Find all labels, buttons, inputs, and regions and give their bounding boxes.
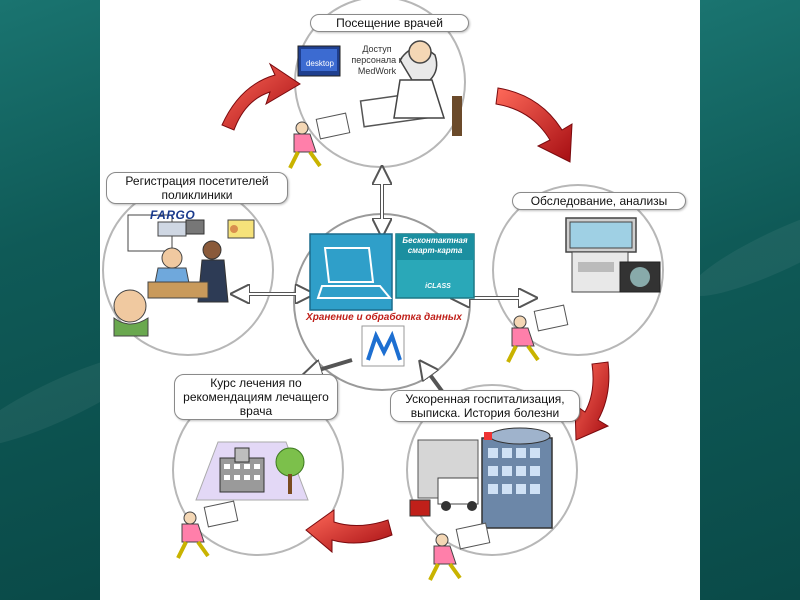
hospitalization-circle	[406, 384, 578, 556]
flow-arrow-registration-to-doctor	[221, 62, 301, 131]
desktop-badge: desktop	[305, 59, 335, 68]
treatment-label: Курс лечения по рекомендациям лечащего в…	[174, 374, 338, 420]
treatment-illustration	[195, 441, 309, 501]
smart-card-text: Бесконтактная смарт-карта	[402, 236, 468, 255]
examination-label: Обследование, анализы	[512, 192, 686, 210]
right-background-panel	[680, 0, 800, 600]
doctor-illustration	[297, 40, 462, 136]
registration-illustration	[113, 214, 255, 337]
registration-label: Регистрация посетителей поликлиники	[106, 172, 288, 204]
walking-patients	[176, 112, 569, 581]
flow-arrow-examination-to-hospital	[574, 361, 610, 441]
doctor-visit-label: Посещение врачей	[310, 14, 469, 32]
flow-arrows	[221, 62, 610, 554]
flow-arrow-doctor-to-examination	[495, 87, 573, 163]
smart-card-brand: iCLASS	[425, 283, 451, 290]
medwork-access-note: Доступ персонала к MedWork	[351, 44, 403, 76]
hospitalization-label: Ускоренная госпитализация, выписка. Исто…	[390, 390, 580, 422]
examination-illustration	[565, 217, 661, 293]
diagram-canvas	[102, 0, 664, 581]
center-laptop-icon	[309, 233, 393, 311]
left-background-panel	[0, 0, 160, 600]
examination-circle	[492, 184, 664, 356]
medwork-logo	[361, 325, 405, 367]
walking-patient-icon	[288, 112, 351, 169]
fargo-logo: FARGO	[150, 208, 196, 222]
data-storage-caption: Хранение и обработка данных	[306, 312, 462, 323]
walking-patient-icon	[428, 522, 491, 581]
walking-patient-icon	[506, 304, 569, 363]
flow-arrow-hospital-to-treatment	[305, 509, 393, 554]
hospital-illustration	[409, 427, 553, 529]
diagram-slide: Посещение врачей Регистрация посетителей…	[100, 0, 700, 600]
treatment-to-center-arrow	[312, 358, 353, 372]
smart-card-icon	[395, 233, 475, 299]
walking-patient-icon	[176, 500, 239, 559]
